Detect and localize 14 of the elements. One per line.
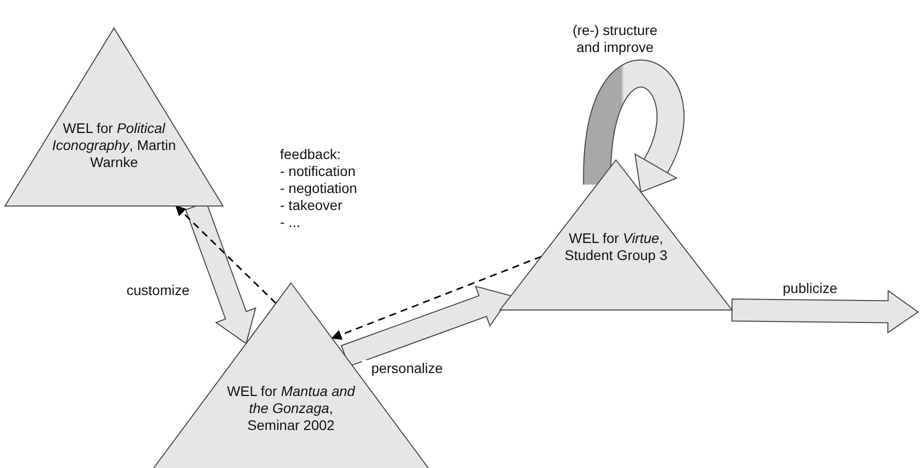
dashed-arrow [175, 205, 276, 304]
triangle-node [500, 160, 732, 310]
node-label: WEL for Political Iconography, Martin Warnke [51, 120, 177, 171]
node-label: WEL for Virtue, Student Group 3 [564, 230, 668, 264]
node-label: WEL for Mantua and the Gonzaga, Seminar 2002 [226, 383, 356, 434]
note-text: - takeover [280, 197, 342, 214]
note-text: - negotiation [280, 180, 358, 197]
note-text: - ... [280, 214, 300, 231]
block-arrow [731, 290, 919, 334]
triangle-node [5, 28, 223, 206]
block-arrow [340, 286, 512, 367]
note-text: feedback: [280, 146, 341, 163]
dashed-arrow [331, 256, 542, 340]
note-text: - notification [280, 163, 356, 180]
